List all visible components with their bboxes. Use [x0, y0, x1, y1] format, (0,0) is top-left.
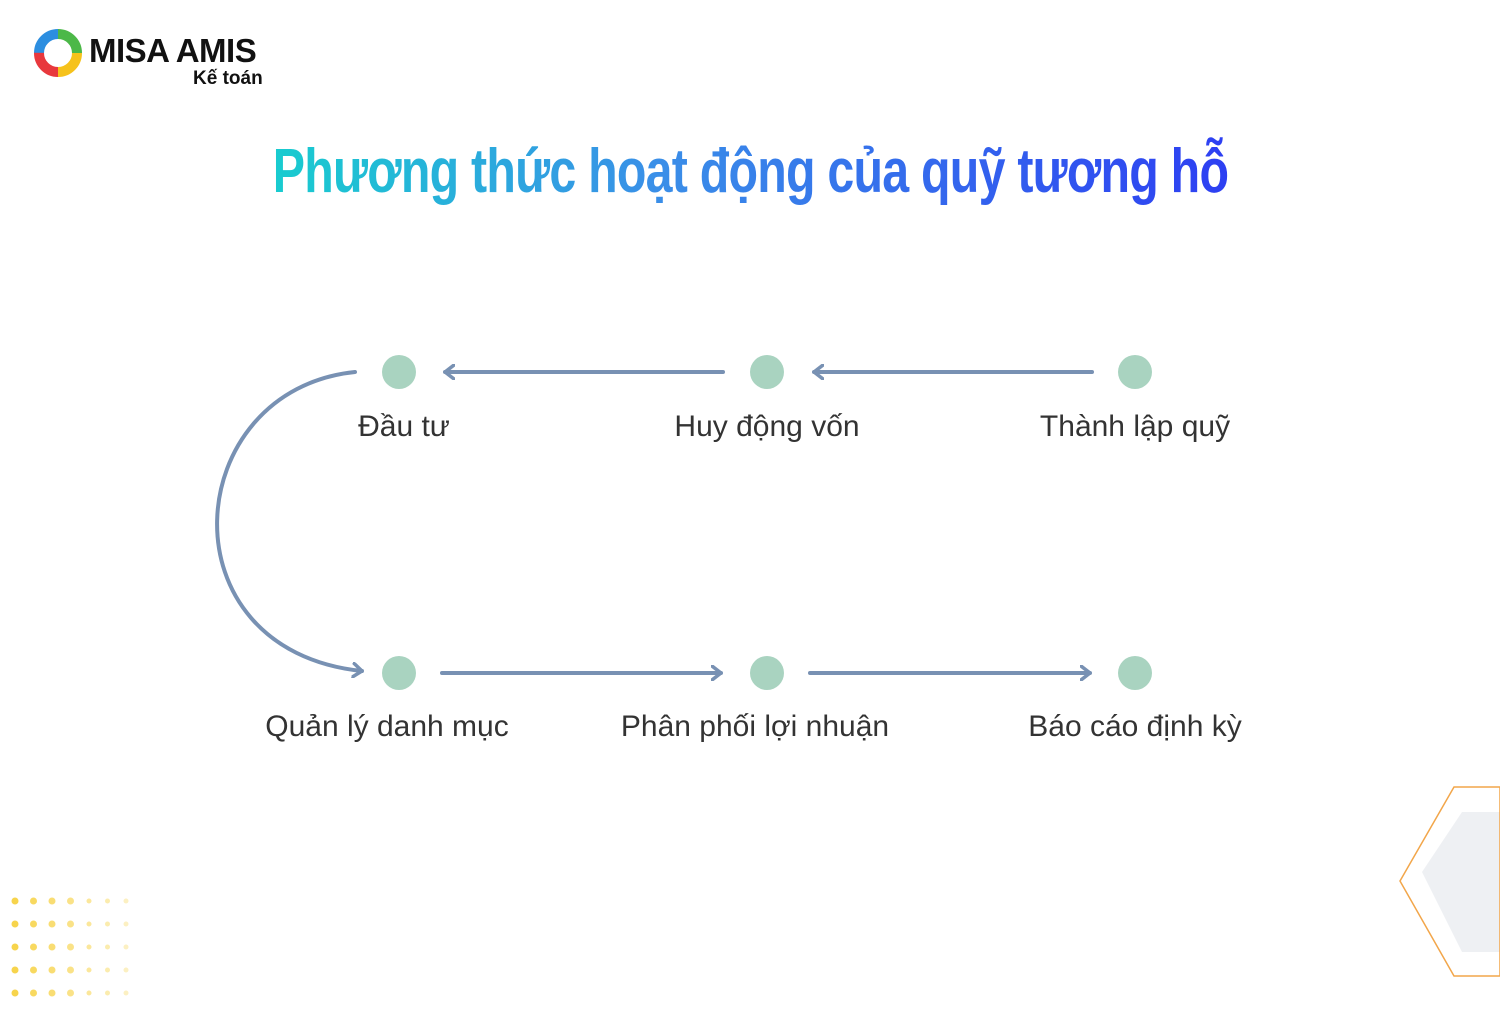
misa-logo-icon — [34, 29, 82, 77]
decor-dot — [67, 920, 74, 928]
step-label-quan-ly-danh-muc: Quản lý danh mục — [265, 710, 509, 743]
decor-dot — [48, 989, 56, 997]
decor-dot — [30, 943, 37, 951]
step-label-bao-cao-dinh-ky: Báo cáo định kỳ — [1028, 710, 1242, 743]
decor-dot — [11, 966, 19, 974]
decor-dot — [86, 967, 92, 973]
node-huy-dong-von — [750, 355, 784, 389]
decor-dot — [86, 990, 92, 996]
decor-dot — [86, 898, 92, 904]
logo-product: Kế toán — [193, 68, 263, 89]
step-label-phan-phoi-loi-nhuan: Phân phối lợi nhuận — [620, 710, 890, 743]
decor-dot — [11, 920, 19, 928]
decor-dot — [11, 897, 19, 905]
decor-dot — [105, 944, 110, 950]
decor-dot — [105, 967, 110, 973]
node-bao-cao-dinh-ky — [1118, 656, 1152, 690]
decor-dot — [30, 989, 37, 997]
decor-dot — [48, 966, 56, 974]
node-thanh-lap-quy — [1118, 355, 1152, 389]
decor-dot — [86, 944, 92, 950]
decor-dot — [123, 967, 129, 973]
decor-dot — [30, 920, 37, 928]
decor-dot — [123, 898, 129, 904]
decor-dot — [67, 989, 74, 997]
step-label-dau-tu: Đầu tư — [358, 410, 450, 443]
arrow-dau-tu-to-quan-ly — [215, 370, 364, 671]
page-title: Phương thức hoạt động của quỹ tương hỗ — [272, 137, 1228, 206]
decor-dot — [48, 920, 56, 928]
decor-dot — [67, 943, 74, 951]
decor-dot — [123, 921, 129, 927]
decor-hexagon — [1399, 786, 1500, 977]
node-phan-phoi-loi-nhuan — [750, 656, 784, 690]
decor-dot — [67, 897, 74, 905]
decor-dot — [48, 897, 56, 905]
decor-dot — [105, 898, 110, 904]
logo: MISA AMIS Kế toán — [33, 28, 273, 92]
decor-dot — [48, 943, 56, 951]
decor-dot — [11, 943, 19, 951]
logo-brand: MISA AMIS — [89, 32, 257, 69]
node-dau-tu — [382, 355, 416, 389]
decor-dot-grid — [11, 897, 129, 997]
decor-dot — [67, 966, 74, 974]
decor-dot — [105, 990, 110, 996]
decor-dot — [105, 921, 110, 927]
decor-dot — [123, 944, 129, 950]
decor-dot — [86, 921, 92, 927]
step-label-thanh-lap-quy: Thành lập quỹ — [1039, 410, 1231, 443]
step-label-huy-dong-von: Huy động vốn — [674, 410, 860, 443]
decor-dot — [30, 966, 37, 974]
decor-dot — [11, 989, 19, 997]
node-quan-ly-danh-muc — [382, 656, 416, 690]
decor-dot — [123, 990, 129, 996]
decor-dot — [30, 897, 37, 905]
